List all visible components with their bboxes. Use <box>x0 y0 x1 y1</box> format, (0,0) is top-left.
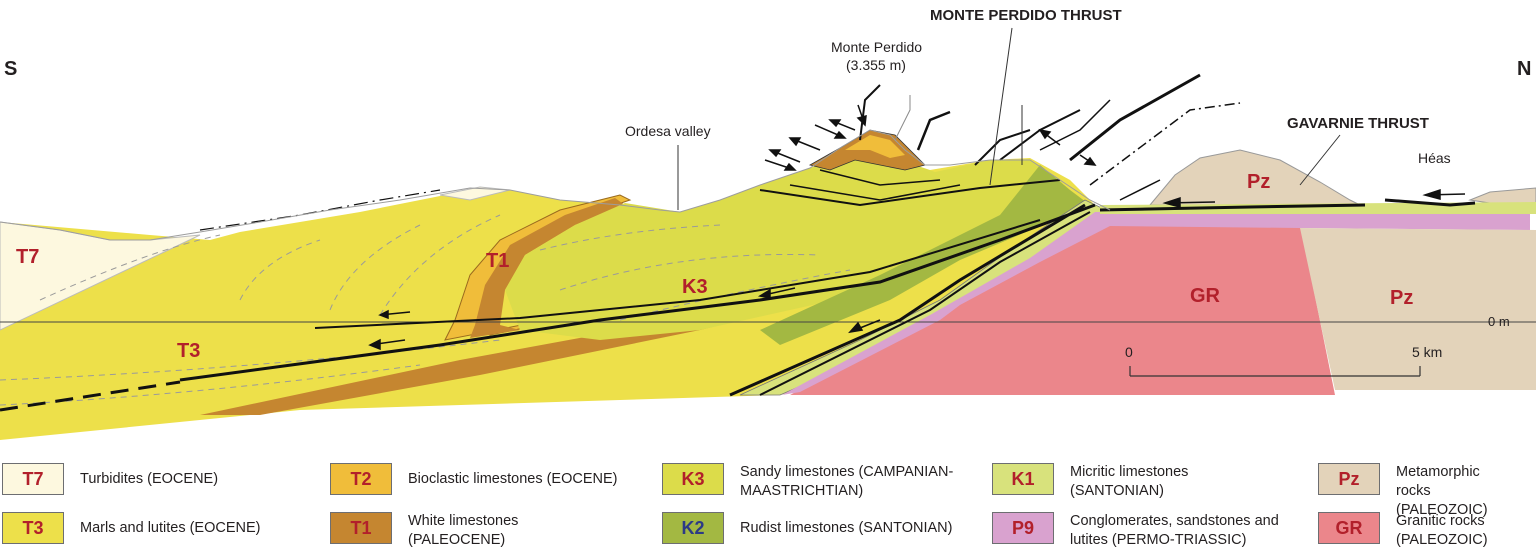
north-label: N <box>1517 58 1531 80</box>
shear-arrows <box>368 104 1466 351</box>
geological-cross-section: S N Monte Perdido (3.355 m) Ordesa valle… <box>0 7 1536 440</box>
legend-item-t3: T3 Marls and lutites (EOCENE) <box>2 512 302 544</box>
heas-label: Héas <box>1418 150 1451 166</box>
section-label-t1: T1 <box>486 250 509 272</box>
topographic-surface <box>0 129 1111 241</box>
legend-text-k2: Rudist limestones (SANTONIAN) <box>740 520 953 536</box>
gavarnie-thrust-label: GAVARNIE THRUST <box>1287 115 1429 132</box>
legend-swatch-t1: T1 <box>330 512 392 544</box>
legend-item-k3: K3 Sandy limestones (CAMPANIAN-MAASTRICH… <box>662 463 982 501</box>
valley-label: Ordesa valley <box>625 123 711 139</box>
dash-dot-topo <box>199 189 441 231</box>
section-label-gr: GR <box>1190 285 1221 307</box>
sea-level-label: 0 m <box>1488 314 1510 329</box>
legend-text-k3: Sandy limestones (CAMPANIAN-MAASTRICHTIA… <box>740 464 954 499</box>
scale-bar <box>1129 366 1421 377</box>
legend-text-p9: Conglomerates, sandstones and lutites (P… <box>1070 513 1279 548</box>
lower-thrust <box>314 219 1041 329</box>
legend-text-t1: White limestones (PALEOCENE) <box>408 513 519 548</box>
peak-fault-3 <box>916 110 951 151</box>
legend-swatch-p9: P9 <box>992 512 1054 544</box>
legend-swatch-gr: GR <box>1318 512 1380 544</box>
legend-item-t2: T2 Bioclastic limestones (EOCENE) <box>330 463 640 495</box>
legend-swatch-k1: K1 <box>992 463 1054 495</box>
legend-text-gr: Granitic rocks (PALEOZOIC) <box>1396 513 1488 548</box>
section-label-k3: K3 <box>682 276 708 298</box>
scale-start-label: 0 <box>1125 344 1133 360</box>
south-label: S <box>4 58 17 80</box>
legend-swatch-t2: T2 <box>330 463 392 495</box>
unit-pz-right <box>1300 228 1536 390</box>
legend-text-k1: Micritic limestones (SANTONIAN) <box>1070 464 1189 499</box>
unit-k3 <box>505 150 1080 340</box>
legend-swatch-k3: K3 <box>662 463 724 495</box>
legend-text-t7: Turbidites (EOCENE) <box>80 471 219 487</box>
section-label-pz-right: Pz <box>1390 287 1413 309</box>
basal-thrust-dashed <box>0 380 181 412</box>
scale-end-label: 5 km <box>1412 344 1442 360</box>
thrust-faults <box>0 73 1476 412</box>
basal-thrust <box>179 203 1096 382</box>
section-label-t7: T7 <box>16 246 39 268</box>
k-thrust-2 <box>759 211 1091 396</box>
legend-text-t3: Marls and lutites (EOCENE) <box>80 520 261 536</box>
peak-name-label: Monte Perdido <box>831 39 922 55</box>
legend-item-p9: P9 Conglomerates, sandstones and lutites… <box>992 512 1312 550</box>
gavarnie-thrust <box>1099 203 1366 212</box>
legend-item-t7: T7 Turbidites (EOCENE) <box>2 463 302 495</box>
monte-perdido-thrust-label: MONTE PERDIDO THRUST <box>930 7 1122 24</box>
legend-swatch-t7: T7 <box>2 463 64 495</box>
unit-peak-yellow <box>845 135 905 158</box>
legend-item-pz: Pz Metamorphic rocks (PALEOZOIC) <box>1318 463 1533 520</box>
bedding-traces <box>0 214 851 406</box>
legend-swatch-pz: Pz <box>1318 463 1380 495</box>
legend-text-pz: Metamorphic rocks (PALEOZOIC) <box>1396 464 1488 518</box>
section-label-pz-hill: Pz <box>1247 171 1270 193</box>
legend-item-k1: K1 Micritic limestones (SANTONIAN) <box>992 463 1292 501</box>
legend-text-t2: Bioclastic limestones (EOCENE) <box>408 471 618 487</box>
legend-swatch-t3: T3 <box>2 512 64 544</box>
leader-lines <box>677 27 1341 210</box>
peak-height-label: (3.355 m) <box>846 57 906 73</box>
monte-perdido-thrust <box>759 179 1061 207</box>
legend-item-gr: GR Granitic rocks (PALEOZOIC) <box>1318 512 1533 550</box>
unit-k1-strip <box>1100 202 1536 214</box>
section-label-t3: T3 <box>177 340 200 362</box>
peak-fault-2 <box>894 95 911 141</box>
legend-item-t1: T1 White limestones (PALEOCENE) <box>330 512 570 550</box>
legend-swatch-k2: K2 <box>662 512 724 544</box>
peak-fault-1 <box>859 84 881 141</box>
unit-gr <box>790 222 1335 395</box>
legend: T7 Turbidites (EOCENE) T3 Marls and luti… <box>0 455 1536 558</box>
legend-item-k2: K2 Rudist limestones (SANTONIAN) <box>662 512 982 544</box>
unit-t1-band <box>470 198 625 338</box>
k-thrust-1 <box>729 203 1086 397</box>
